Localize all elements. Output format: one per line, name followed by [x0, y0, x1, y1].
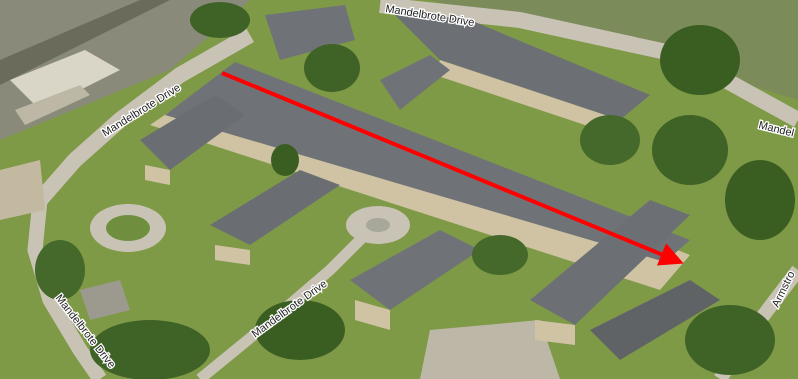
top-right-area [430, 0, 798, 100]
cross-wing-roof [210, 170, 340, 245]
tree-cluster-lower-left [90, 320, 210, 379]
east-block-roof [590, 280, 720, 360]
tree-cluster-far-right [725, 160, 795, 240]
south-east-range-wall [535, 320, 575, 345]
tree-single-centre-left [271, 144, 299, 176]
courtyard-fountain [366, 218, 390, 232]
cross-wing-wall [215, 245, 250, 265]
warehouse-roof [10, 50, 120, 110]
tree-cluster-left [35, 240, 85, 300]
tree-cluster-right-2 [580, 115, 640, 165]
tree-cluster-right [652, 115, 728, 185]
road-center-drive [196, 226, 374, 379]
tree-cluster-centre [472, 235, 528, 275]
car-park [420, 320, 560, 379]
railway-strip [0, 0, 170, 85]
tree-cluster-lower [255, 300, 345, 360]
tree-cluster-bottom-right [685, 305, 775, 375]
lower-left-house [80, 280, 130, 320]
north-building-roof [265, 5, 355, 60]
tree-cluster-upper-right [660, 25, 740, 95]
tree-cluster-top-left [190, 2, 250, 38]
south-block-roof [350, 230, 480, 310]
red-arrow [221, 71, 684, 266]
roundabout-center [106, 215, 150, 241]
road-lower-left-drive [27, 199, 107, 379]
west-wing-roof [140, 95, 245, 170]
warehouse-roof-2 [15, 85, 90, 125]
road-upper-left-drive [33, 28, 254, 206]
centre-wing-roof [380, 55, 450, 110]
left-edge-houses [0, 160, 45, 220]
north-range-wall [435, 60, 620, 135]
road-top-drive [379, 0, 798, 128]
north-range-roof [390, 10, 650, 120]
west-wing-wall [145, 165, 170, 185]
south-block-wall [355, 300, 390, 330]
tree-cluster-north [304, 44, 360, 92]
south-east-range-roof [530, 200, 690, 325]
